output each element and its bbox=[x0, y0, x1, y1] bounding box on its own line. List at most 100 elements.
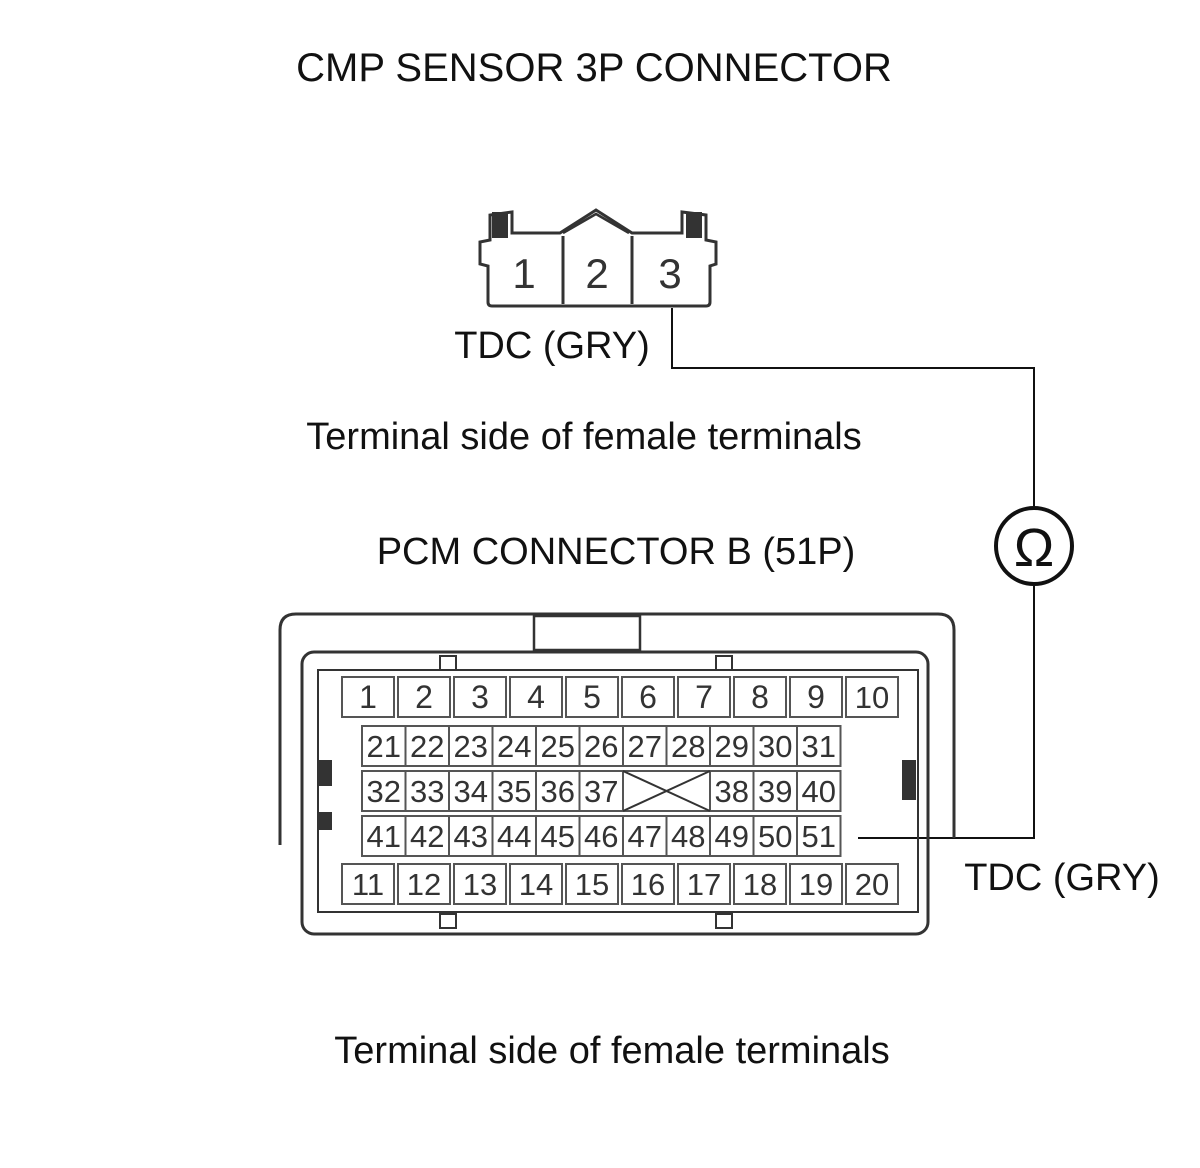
pcm-pin-label: 14 bbox=[519, 867, 553, 902]
pcm-pin-label: 39 bbox=[758, 774, 792, 809]
cmp-pin-label: 2 bbox=[585, 250, 608, 297]
pcm-pin-label: 26 bbox=[584, 729, 618, 764]
pcm-pin-cell bbox=[404, 815, 450, 857]
pcm-wire-label: TDC (GRY) bbox=[964, 857, 1160, 899]
pcm-pin-label: 44 bbox=[497, 819, 531, 854]
pcm-pin-label: 7 bbox=[695, 679, 713, 715]
pcm-pin-label: 27 bbox=[628, 729, 662, 764]
cmp-view-note: Terminal side of female terminals bbox=[306, 416, 861, 458]
pcm-pin-cell bbox=[509, 863, 563, 905]
pcm-pin-label: 13 bbox=[463, 867, 497, 902]
pcm-pin-label: 42 bbox=[410, 819, 444, 854]
pcm-pin-cell bbox=[752, 770, 798, 812]
pcm-pin-label: 48 bbox=[671, 819, 705, 854]
pcm-pin-label: 41 bbox=[367, 819, 401, 854]
pcm-pin-cell bbox=[397, 676, 451, 718]
pcm-view-note: Terminal side of female terminals bbox=[334, 1030, 889, 1072]
pcm-pin-label: 9 bbox=[807, 679, 825, 715]
pcm-pin-label: 3 bbox=[471, 679, 489, 715]
pcm-pin-label: 49 bbox=[715, 819, 749, 854]
pcm-pin-label: 35 bbox=[497, 774, 531, 809]
pcm-pin-cell bbox=[578, 770, 624, 812]
pcm-pin-cell bbox=[565, 863, 619, 905]
pcm-pin-label: 21 bbox=[367, 729, 401, 764]
cmp-3p-connector bbox=[478, 208, 718, 308]
pcm-pin-cell bbox=[845, 676, 899, 718]
pcm-pin-label: 30 bbox=[758, 729, 792, 764]
pcm-pin-cell bbox=[665, 815, 711, 857]
pcm-pin-cell bbox=[453, 863, 507, 905]
pcm-pin-cell bbox=[733, 676, 787, 718]
pcm-pin-label: 51 bbox=[802, 819, 836, 854]
pcm-pin-label: 5 bbox=[583, 679, 601, 715]
pcm-pin-label: 23 bbox=[454, 729, 488, 764]
pcm-pin-label: 34 bbox=[454, 774, 488, 809]
pcm-pin-label: 6 bbox=[639, 679, 657, 715]
pcm-pin-cell bbox=[453, 676, 507, 718]
pcm-pin-label: 37 bbox=[584, 774, 618, 809]
pcm-pin-label: 24 bbox=[497, 729, 531, 764]
pcm-pin-cell bbox=[361, 725, 407, 767]
pcm-pin-cell bbox=[709, 815, 755, 857]
pcm-pin-label: 11 bbox=[352, 867, 384, 902]
cmp-pin-label: 1 bbox=[512, 250, 535, 297]
pcm-pin-cell bbox=[789, 863, 843, 905]
pcm-pin-label: 45 bbox=[541, 819, 575, 854]
pcm-pin-cell bbox=[677, 863, 731, 905]
pcm-pin-label: 12 bbox=[407, 867, 441, 902]
pcm-pin-label: 20 bbox=[855, 867, 889, 902]
pcm-pin-label: 4 bbox=[527, 679, 545, 715]
pcm-pin-cell bbox=[677, 676, 731, 718]
pcm-pin-cell bbox=[621, 676, 675, 718]
pcm-blank-cross bbox=[622, 770, 711, 812]
cmp-connector-title: CMP SENSOR 3P CONNECTOR bbox=[296, 46, 892, 90]
pcm-pin-cell bbox=[709, 770, 755, 812]
pcm-51p-connector bbox=[278, 612, 956, 936]
pcm-pin-cell bbox=[341, 676, 395, 718]
pcm-pin-cell bbox=[733, 863, 787, 905]
pcm-pin-label: 16 bbox=[631, 867, 665, 902]
pcm-pin-label: 2 bbox=[415, 679, 433, 715]
pcm-pin-label: 36 bbox=[541, 774, 575, 809]
pcm-pin-label: 1 bbox=[359, 679, 377, 715]
pcm-pin-cell bbox=[622, 725, 668, 767]
pcm-pin-cell bbox=[565, 676, 619, 718]
pcm-pin-label: 18 bbox=[743, 867, 777, 902]
pcm-pin-cell bbox=[796, 815, 842, 857]
pcm-pin-label: 19 bbox=[799, 867, 833, 902]
pcm-pin-cell bbox=[341, 863, 395, 905]
pcm-pin-label: 29 bbox=[715, 729, 749, 764]
pcm-pin-label: 33 bbox=[410, 774, 444, 809]
pcm-pin-label: 47 bbox=[628, 819, 662, 854]
pcm-pin-cell bbox=[404, 770, 450, 812]
pcm-pin-label: 8 bbox=[751, 679, 769, 715]
pcm-pin-label: 22 bbox=[410, 729, 444, 764]
pcm-pin-cell bbox=[491, 725, 537, 767]
pcm-pin-label: 43 bbox=[454, 819, 488, 854]
pcm-pin-cell bbox=[752, 725, 798, 767]
pcm-pin-label: 46 bbox=[584, 819, 618, 854]
ohmmeter-icon: Ω bbox=[994, 506, 1074, 586]
pcm-pin-label: 15 bbox=[575, 867, 609, 902]
pcm-connector-title: PCM CONNECTOR B (51P) bbox=[377, 531, 856, 573]
pcm-pin-cell bbox=[448, 725, 494, 767]
svg-text:Ω: Ω bbox=[1014, 518, 1054, 578]
pcm-pin-label: 10 bbox=[855, 680, 889, 715]
pcm-pin-label: 50 bbox=[758, 819, 792, 854]
pcm-pin-cell bbox=[796, 770, 842, 812]
probe-wire-upper bbox=[671, 308, 1035, 506]
pcm-pin-label: 40 bbox=[802, 774, 836, 809]
pcm-pin-cell bbox=[509, 676, 563, 718]
pcm-pin-label: 17 bbox=[687, 867, 721, 902]
pcm-pin-cell bbox=[621, 863, 675, 905]
cmp-wire-label: TDC (GRY) bbox=[454, 325, 650, 367]
pcm-pin-label: 28 bbox=[671, 729, 705, 764]
pcm-pin-label: 38 bbox=[715, 774, 749, 809]
pcm-pin-cell bbox=[448, 770, 494, 812]
pcm-pin-label: 32 bbox=[367, 774, 401, 809]
pcm-pin-label: 25 bbox=[541, 729, 575, 764]
pcm-pin-cell bbox=[535, 725, 581, 767]
pcm-pin-cell bbox=[796, 725, 842, 767]
